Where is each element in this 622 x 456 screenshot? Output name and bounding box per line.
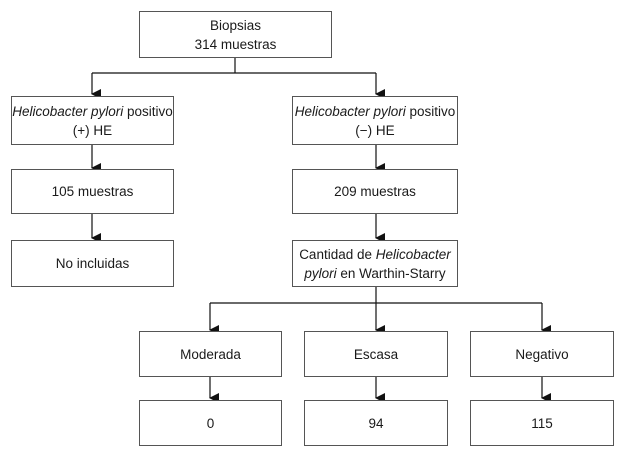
node-value-negativo: 115 xyxy=(470,400,614,446)
node-value-moderada-text: 0 xyxy=(206,415,215,431)
node-count-negative-text: 209 muestras xyxy=(334,184,416,199)
node-ws-quantity-genus: Helicobacter xyxy=(375,246,451,262)
node-hp-negative-label: positivo xyxy=(405,103,456,119)
node-hp-negative-species: Helicobacter pylori xyxy=(294,103,406,119)
node-escasa-text: Escasa xyxy=(353,346,399,362)
node-value-negativo-text: 115 xyxy=(531,415,553,431)
node-ws-quantity: Cantidad de Helicobacter pylori en Warth… xyxy=(292,240,458,287)
node-moderada: Moderada xyxy=(139,331,282,377)
node-ws-quantity-species: pylori xyxy=(304,265,337,281)
node-excluded: No incluidas xyxy=(11,240,174,287)
node-hp-positive-label: positivo xyxy=(123,103,173,119)
node-negativo-text: Negativo xyxy=(515,346,569,362)
node-value-moderada: 0 xyxy=(139,400,282,446)
node-hp-positive-stain: (+) HE xyxy=(72,122,113,138)
node-biopsias: Biopsias 314 muestras xyxy=(139,11,332,58)
node-ws-quantity-prefix: Cantidad de xyxy=(299,246,376,262)
node-biopsias-title: Biopsias xyxy=(209,17,261,33)
node-hp-positive: Helicobacter pylori positivo (+) HE xyxy=(11,96,174,145)
node-hp-negative: Helicobacter pylori positivo (−) HE xyxy=(292,96,458,145)
node-negativo: Negativo xyxy=(470,331,614,377)
node-escasa: Escasa xyxy=(304,331,448,377)
node-ws-quantity-suffix: en Warthin-Starry xyxy=(336,265,446,281)
node-count-positive: 105 muestras xyxy=(11,169,174,214)
node-moderada-text: Moderada xyxy=(180,346,241,362)
node-hp-positive-species: Helicobacter pylori xyxy=(12,103,124,119)
node-value-escasa-text: 94 xyxy=(368,415,384,431)
node-biopsias-count: 314 muestras xyxy=(194,36,277,52)
node-excluded-text: No incluidas xyxy=(55,256,130,271)
node-count-negative: 209 muestras xyxy=(292,169,458,214)
node-count-positive-text: 105 muestras xyxy=(51,184,134,199)
node-value-escasa: 94 xyxy=(304,400,448,446)
node-hp-negative-stain: (−) HE xyxy=(355,122,395,138)
